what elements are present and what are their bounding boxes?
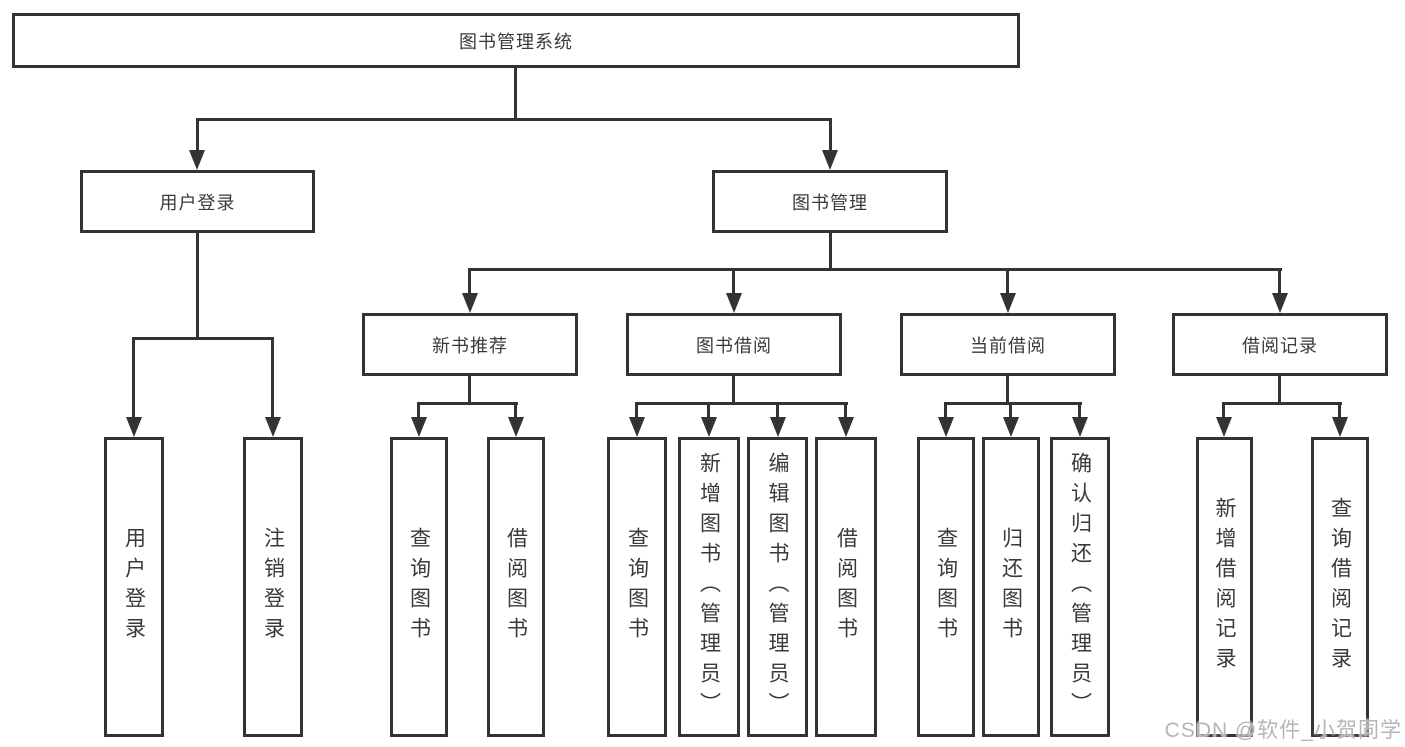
leaf-add-books-admin-label: 新增图书（管理员） bbox=[697, 452, 721, 722]
leaf-query-books-recommend-label: 查询图书 bbox=[407, 527, 431, 647]
leaf-borrow-books-recommend-label: 借阅图书 bbox=[504, 527, 528, 647]
arrowhead-down-icon bbox=[1072, 417, 1088, 437]
connector-line bbox=[776, 402, 779, 421]
connector-line bbox=[732, 268, 735, 297]
connector-line bbox=[196, 118, 832, 121]
connector-line bbox=[196, 118, 199, 154]
node-book-borrowing-label: 图书借阅 bbox=[696, 335, 772, 356]
connector-line bbox=[635, 402, 848, 405]
connector-line bbox=[635, 402, 638, 421]
leaf-user-login: 用户登录 bbox=[104, 437, 164, 737]
arrowhead-down-icon bbox=[1003, 417, 1019, 437]
connector-line bbox=[132, 337, 274, 340]
connector-line bbox=[1278, 268, 1281, 297]
node-current-borrowing: 当前借阅 bbox=[900, 313, 1116, 376]
arrowhead-down-icon bbox=[265, 417, 281, 437]
leaf-query-books-recommend: 查询图书 bbox=[390, 437, 448, 737]
arrowhead-down-icon bbox=[126, 417, 142, 437]
node-borrowing-records-label: 借阅记录 bbox=[1242, 335, 1318, 356]
arrowhead-down-icon bbox=[938, 417, 954, 437]
leaf-add-borrow-record-label: 新增借阅记录 bbox=[1213, 497, 1236, 677]
leaf-confirm-return-admin: 确认归还（管理员） bbox=[1050, 437, 1110, 737]
leaf-borrow-books-recommend: 借阅图书 bbox=[487, 437, 545, 737]
leaf-query-books-borrowing: 查询图书 bbox=[607, 437, 667, 737]
node-user-login-label: 用户登录 bbox=[159, 192, 236, 213]
connector-line bbox=[514, 68, 517, 120]
arrowhead-down-icon bbox=[189, 150, 205, 170]
leaf-return-books: 归还图书 bbox=[982, 437, 1040, 737]
node-root: 图书管理系统 bbox=[12, 13, 1020, 68]
connector-line bbox=[1338, 402, 1341, 421]
connector-line bbox=[132, 337, 135, 421]
leaf-return-books-label: 归还图书 bbox=[999, 527, 1023, 647]
connector-line bbox=[829, 233, 832, 270]
node-user-login: 用户登录 bbox=[80, 170, 315, 233]
connector-line bbox=[1222, 402, 1225, 421]
connector-line bbox=[944, 402, 947, 421]
arrowhead-down-icon bbox=[411, 417, 427, 437]
leaf-logout-label: 注销登录 bbox=[261, 527, 285, 647]
connector-line bbox=[1278, 376, 1281, 404]
arrowhead-down-icon bbox=[1272, 293, 1288, 313]
connector-line bbox=[1222, 402, 1342, 405]
connector-line bbox=[829, 118, 832, 154]
arrowhead-down-icon bbox=[838, 417, 854, 437]
connector-line bbox=[1078, 402, 1081, 421]
node-book-management-label: 图书管理 bbox=[792, 192, 868, 213]
node-current-borrowing-label: 当前借阅 bbox=[970, 335, 1046, 356]
leaf-query-books-current: 查询图书 bbox=[917, 437, 975, 737]
connector-line bbox=[271, 337, 274, 421]
leaf-query-borrow-record: 查询借阅记录 bbox=[1311, 437, 1369, 737]
connector-line bbox=[1006, 268, 1009, 297]
node-book-borrowing: 图书借阅 bbox=[626, 313, 842, 376]
arrowhead-down-icon bbox=[726, 293, 742, 313]
node-borrowing-records: 借阅记录 bbox=[1172, 313, 1388, 376]
leaf-logout: 注销登录 bbox=[243, 437, 303, 737]
connector-line bbox=[468, 268, 471, 297]
node-new-book-recommend: 新书推荐 bbox=[362, 313, 578, 376]
arrowhead-down-icon bbox=[462, 293, 478, 313]
leaf-query-borrow-record-label: 查询借阅记录 bbox=[1328, 497, 1352, 677]
leaf-borrow-books: 借阅图书 bbox=[815, 437, 877, 737]
leaf-confirm-return-admin-label: 确认归还（管理员） bbox=[1068, 452, 1092, 722]
node-book-management: 图书管理 bbox=[712, 170, 948, 233]
connector-line bbox=[196, 233, 199, 339]
leaf-user-login-label: 用户登录 bbox=[122, 527, 146, 647]
connector-line bbox=[1009, 402, 1012, 421]
leaf-add-books-admin: 新增图书（管理员） bbox=[678, 437, 740, 737]
arrowhead-down-icon bbox=[629, 417, 645, 437]
connector-line bbox=[707, 402, 710, 421]
connector-line bbox=[1006, 376, 1009, 404]
arrowhead-down-icon bbox=[1332, 417, 1348, 437]
arrowhead-down-icon bbox=[822, 150, 838, 170]
leaf-borrow-books-label: 借阅图书 bbox=[834, 527, 858, 647]
connector-line bbox=[844, 402, 847, 421]
connector-line bbox=[417, 402, 518, 405]
arrowhead-down-icon bbox=[508, 417, 524, 437]
arrowhead-down-icon bbox=[770, 417, 786, 437]
arrowhead-down-icon bbox=[1216, 417, 1232, 437]
connector-line bbox=[468, 268, 1282, 271]
leaf-query-books-current-label: 查询图书 bbox=[934, 527, 958, 647]
node-root-label: 图书管理系统 bbox=[459, 31, 573, 52]
connector-line bbox=[732, 376, 735, 404]
connector-line bbox=[514, 402, 517, 421]
arrowhead-down-icon bbox=[1000, 293, 1016, 313]
connector-line bbox=[468, 376, 471, 404]
leaf-add-borrow-record: 新增借阅记录 bbox=[1196, 437, 1253, 737]
leaf-edit-books-admin: 编辑图书（管理员） bbox=[747, 437, 808, 737]
csdn-watermark: CSDN @软件_小贺同学 bbox=[1164, 719, 1402, 742]
arrowhead-down-icon bbox=[701, 417, 717, 437]
leaf-query-books-borrowing-label: 查询图书 bbox=[625, 527, 649, 647]
connector-line bbox=[417, 402, 420, 421]
node-new-book-recommend-label: 新书推荐 bbox=[432, 335, 508, 356]
connector-line bbox=[944, 402, 1082, 405]
leaf-edit-books-admin-label: 编辑图书（管理员） bbox=[766, 452, 789, 722]
